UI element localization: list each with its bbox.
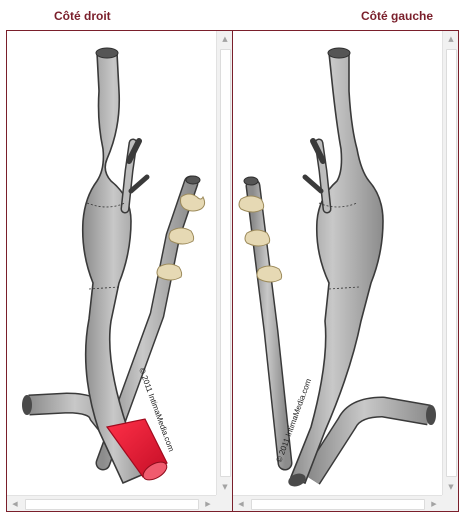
title-left-side: Côté gauche	[361, 9, 434, 23]
vessel-diagram-right: © 2011 IntimaMedia.com	[7, 31, 216, 495]
scroll-right-icon[interactable]: ▶	[205, 500, 211, 508]
scrollbar-corner	[216, 495, 232, 511]
scroll-up-icon[interactable]: ▲	[222, 35, 228, 43]
panel-right-side: © 2011 IntimaMedia.com ▲ ▼ ◀ ▶	[6, 30, 233, 512]
horizontal-scrollbar-left[interactable]: ◀ ▶	[233, 495, 442, 511]
vessel-drawing-right: © 2011 IntimaMedia.com	[22, 47, 206, 485]
highlighted-segment	[105, 418, 168, 478]
vertebra-bones	[156, 193, 206, 281]
vertical-scrollbar-left[interactable]: ▲ ▼	[442, 31, 458, 495]
vertical-scrollbar-right[interactable]: ▲ ▼	[216, 31, 232, 495]
scroll-down-icon[interactable]: ▼	[448, 483, 454, 491]
title-right-side: Côté droit	[54, 9, 111, 23]
vessel-drawing-left: © 2011 IntimaMedia.com	[238, 47, 436, 487]
panel-left-side: © 2011 IntimaMedia.com ▲ ▼ ◀ ▶	[232, 30, 459, 512]
horizontal-scroll-thumb[interactable]	[251, 499, 425, 510]
scrollbar-corner	[442, 495, 458, 511]
horizontal-scroll-thumb[interactable]	[25, 499, 199, 510]
scroll-left-icon[interactable]: ◀	[12, 500, 18, 508]
vertical-scroll-thumb[interactable]	[446, 49, 457, 477]
scroll-right-icon[interactable]: ▶	[431, 500, 437, 508]
scroll-down-icon[interactable]: ▼	[222, 483, 228, 491]
scroll-left-icon[interactable]: ◀	[238, 500, 244, 508]
vessel-diagram-left: © 2011 IntimaMedia.com	[233, 31, 442, 495]
horizontal-scrollbar-right[interactable]: ◀ ▶	[7, 495, 216, 511]
scroll-up-icon[interactable]: ▲	[448, 35, 454, 43]
vertical-scroll-thumb[interactable]	[220, 49, 231, 477]
vertebra-bones	[238, 195, 283, 283]
